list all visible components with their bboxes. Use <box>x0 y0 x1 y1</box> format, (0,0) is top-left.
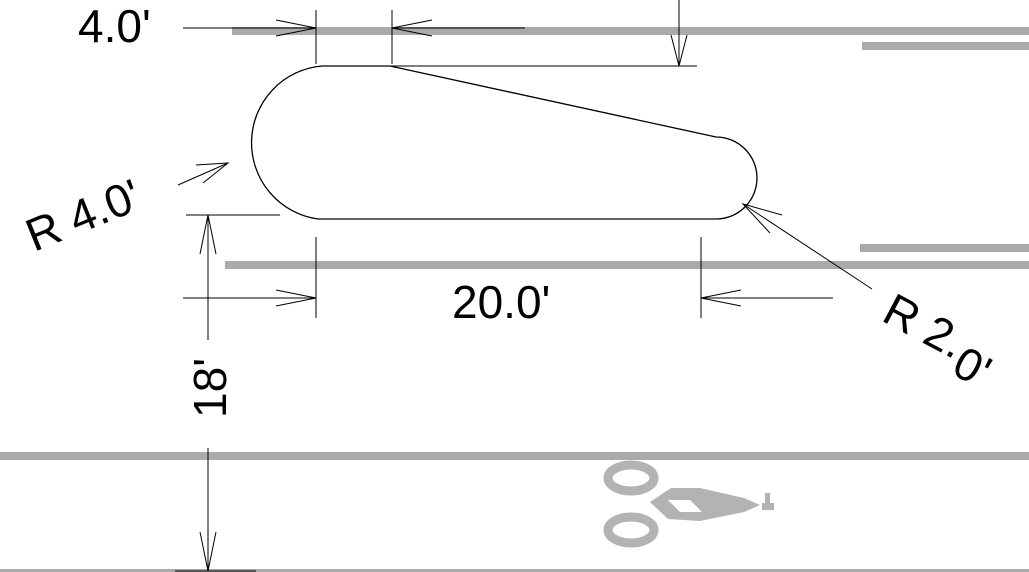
top-width-label: 4.0' <box>78 0 151 52</box>
lane-line-top <box>232 27 1029 35</box>
island-outline <box>250 65 758 220</box>
lane-line-lower <box>0 452 1029 460</box>
lane-line-middle <box>225 261 1029 269</box>
small-radius-label: R 2.0' <box>869 283 1007 398</box>
lane-line-middle-short <box>860 244 1029 252</box>
lane-line-top-short <box>862 42 1029 50</box>
dimension-lines <box>175 0 873 572</box>
large-radius-label: R 4.0' <box>18 169 148 262</box>
pavement-markings <box>0 27 1029 572</box>
edge-line-bottom <box>0 569 1029 572</box>
bicycle-symbol-icon <box>603 460 774 548</box>
offset-label: 18' <box>184 358 236 418</box>
length-label: 20.0' <box>452 276 550 328</box>
